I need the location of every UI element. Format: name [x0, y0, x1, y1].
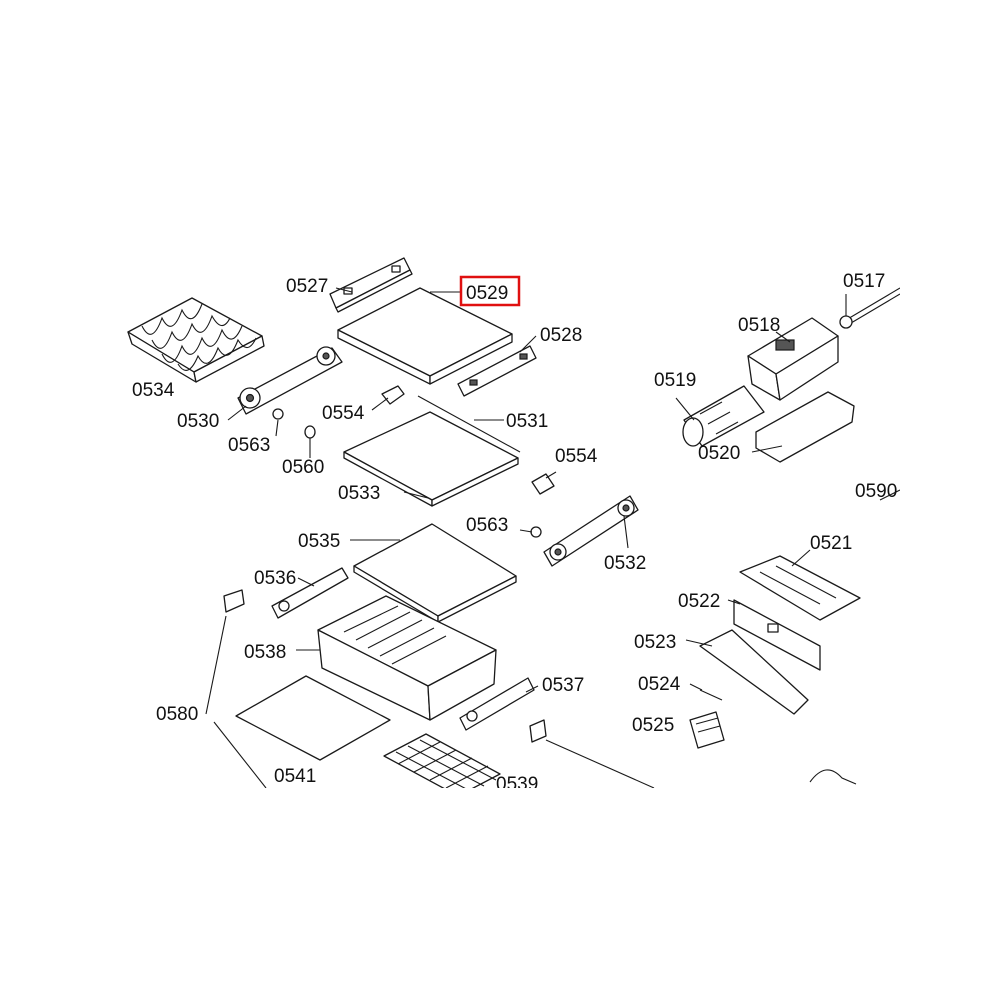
part-0519-tube [682, 385, 765, 447]
part-0533-shelf [343, 411, 519, 507]
part-0525-connector [689, 711, 725, 749]
part-0528-bracket [457, 345, 537, 397]
label-0541: 0541 [274, 766, 316, 787]
label-0538: 0538 [244, 642, 286, 663]
label-0533: 0533 [338, 483, 380, 504]
label-0563-upper: 0563 [228, 435, 270, 456]
label-0522: 0522 [678, 591, 720, 612]
highlight-box-0529 [459, 275, 521, 307]
part-0563-ring-2 [530, 526, 542, 538]
label-0563-lower: 0563 [466, 515, 508, 536]
part-0535-cover [353, 523, 517, 623]
label-0535: 0535 [298, 531, 340, 552]
part-0539-grid [383, 733, 501, 788]
label-0519: 0519 [654, 370, 696, 391]
label-0590: 0590 [855, 481, 897, 502]
part-0534-rack [127, 297, 265, 383]
part-0560-ring [304, 425, 316, 439]
label-0554-upper: 0554 [322, 403, 365, 424]
part-0538-drawer [317, 595, 497, 721]
label-0518: 0518 [738, 315, 780, 336]
part-0520-duct [755, 391, 855, 463]
label-0554-lower: 0554 [555, 446, 598, 467]
part-0554-clip-2 [531, 473, 555, 495]
part-0537-clip [529, 719, 547, 743]
label-0539: 0539 [496, 774, 538, 795]
label-0531: 0531 [506, 411, 548, 432]
part-0531-rod [417, 395, 521, 453]
label-0580: 0580 [156, 704, 198, 725]
label-0560: 0560 [282, 457, 324, 478]
label-0528: 0528 [540, 325, 582, 346]
label-0527: 0527 [286, 276, 328, 297]
part-0518-housing [747, 317, 839, 401]
label-0530: 0530 [177, 411, 219, 432]
leader-lines [205, 287, 847, 788]
part-0537-slide [459, 677, 535, 731]
label-0525: 0525 [632, 715, 674, 736]
label-0520: 0520 [698, 443, 740, 464]
label-0523: 0523 [634, 632, 676, 653]
label-0536: 0536 [254, 568, 296, 589]
part-0541-plate [235, 675, 391, 761]
part-0529-glass-shelf [337, 287, 513, 385]
label-0529[interactable]: 0529 [466, 283, 508, 304]
label-0532: 0532 [604, 553, 646, 574]
part-0530-rail [237, 346, 343, 415]
label-0524: 0524 [638, 674, 681, 695]
part-0522-panel [733, 599, 821, 671]
part-0554-clip [381, 385, 405, 405]
part-0532-rail [543, 495, 639, 567]
part-0580-clip [223, 589, 245, 613]
label-0534: 0534 [132, 380, 175, 401]
part-0517-cable [839, 287, 900, 329]
label-0521: 0521 [810, 533, 852, 554]
cable-fragment [809, 769, 857, 785]
part-0563-ring [272, 408, 284, 420]
part-0524-pin [699, 689, 723, 701]
part-0521-tray [739, 555, 861, 621]
label-0517: 0517 [843, 271, 885, 292]
part-0523-channel [699, 629, 809, 715]
part-0590-edge [879, 489, 900, 501]
label-0537: 0537 [542, 675, 584, 696]
part-0536-slide [271, 567, 349, 619]
